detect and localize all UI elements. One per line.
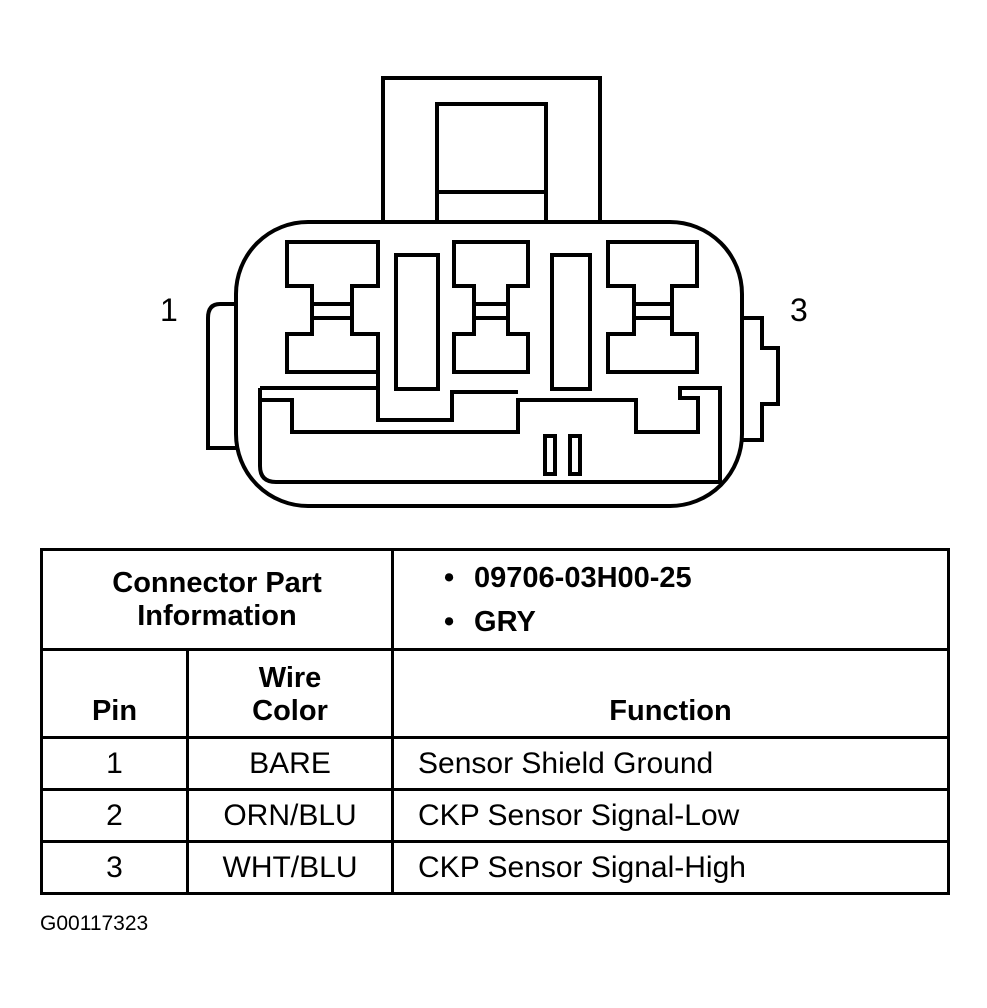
key-channel xyxy=(258,386,723,484)
header-wire-color: Wire Color xyxy=(185,648,395,739)
part-color-item: • GRY xyxy=(444,600,947,644)
connector-body xyxy=(234,220,744,508)
bullet-icon: • xyxy=(444,605,455,638)
pin-3-label: 3 xyxy=(790,292,808,328)
part-number: 09706-03H00-25 xyxy=(474,561,692,594)
header-pin: Pin xyxy=(40,648,189,739)
latch-outer xyxy=(381,76,602,222)
header-function: Function xyxy=(391,648,951,739)
separator-left xyxy=(394,253,440,391)
figure-id: G00117323 xyxy=(40,912,149,935)
row-function: CKP Sensor Signal-Low xyxy=(391,788,951,843)
table-row: 2 ORN/BLU CKP Sensor Signal-Low xyxy=(40,788,951,843)
header-row: Pin Wire Color Function xyxy=(40,648,951,739)
row-function: Sensor Shield Ground xyxy=(391,736,951,791)
key-slot-2 xyxy=(568,434,582,476)
part-numbers-cell: • 09706-03H00-25 • GRY xyxy=(391,548,951,651)
cavity-3 xyxy=(606,240,699,374)
key-slot-1 xyxy=(543,434,557,476)
right-tab xyxy=(742,316,780,442)
separator-right xyxy=(550,253,592,391)
connector-face-diagram xyxy=(206,76,780,508)
part-info-row: Connector Part Information • 09706-03H00-… xyxy=(39,548,951,651)
table-row: 1 BARE Sensor Shield Ground xyxy=(40,736,951,791)
cavity-2 xyxy=(452,240,530,374)
row-pin: 2 xyxy=(40,788,189,843)
latch-inner xyxy=(435,102,548,222)
pin-1-label: 1 xyxy=(160,292,178,328)
part-color: GRY xyxy=(474,605,536,638)
row-wire-color: WHT/BLU xyxy=(185,840,395,895)
row-pin: 1 xyxy=(40,736,189,791)
row-wire-color: BARE xyxy=(185,736,395,791)
bullet-icon: • xyxy=(444,561,455,594)
row-function: CKP Sensor Signal-High xyxy=(391,840,951,895)
row-pin: 3 xyxy=(40,840,189,895)
connector-info-table: Connector Part Information • 09706-03H00-… xyxy=(39,548,951,895)
part-number-item: • 09706-03H00-25 xyxy=(444,556,947,600)
part-info-label: Connector Part Information xyxy=(39,548,395,651)
table-row: 3 WHT/BLU CKP Sensor Signal-High xyxy=(40,840,951,895)
left-tab xyxy=(206,302,236,450)
row-wire-color: ORN/BLU xyxy=(185,788,395,843)
